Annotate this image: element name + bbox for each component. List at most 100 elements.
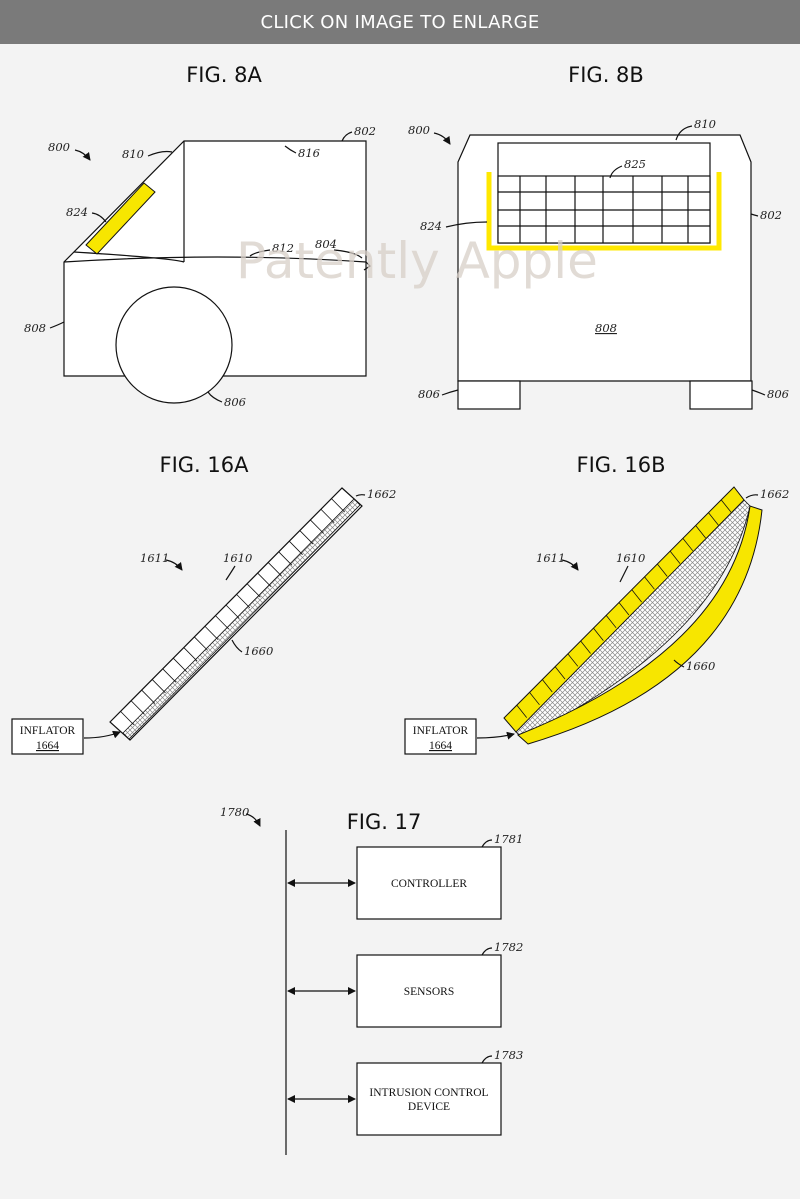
hatch-segment [257, 572, 272, 587]
fig-8b-label-825: 825 [624, 157, 646, 171]
hatch-segment [618, 602, 630, 616]
hatch-segment [554, 666, 566, 680]
block-sensors-text: SENSORS [404, 986, 455, 998]
fig-8b-title: FIG. 8B [568, 63, 644, 87]
hatch-segment [529, 692, 540, 706]
hatch-segment [194, 636, 208, 651]
fig-8a-label-816: 816 [298, 146, 320, 160]
fig-8a: FIG. 8A 800 810 816 802 824 812 804 808 [24, 63, 376, 409]
fig-8b-label-806-left: 806 [418, 387, 440, 401]
fig-17: FIG. 17 1780 CONTROLLER 1781 SENSORS 178… [220, 805, 523, 1155]
hatch-segment [162, 668, 177, 683]
fig-16a-label-1660: 1660 [244, 644, 273, 658]
fig-8a-label-806: 806 [224, 395, 246, 409]
airbag-824-side [85, 182, 156, 255]
hatch-segment [320, 508, 335, 524]
block-controller-number: 1781 [494, 832, 523, 846]
inflator-number-16a: 1664 [36, 740, 59, 752]
vehicle-front-view [457, 134, 753, 410]
hatch-segment [299, 530, 314, 545]
inflator-box-16b: INFLATOR 1664 [404, 718, 515, 755]
hatch-segment [151, 679, 166, 694]
hatch-segment [130, 700, 145, 715]
inflator-number-16b: 1664 [429, 740, 452, 752]
hatch-segment [644, 576, 655, 590]
fig-8b-label-808: 808 [595, 321, 617, 335]
inflator-label-16a: INFLATOR [20, 725, 76, 737]
hatch-segment [331, 498, 346, 513]
fig-8b-label-802: 802 [760, 208, 782, 222]
hatch-segment [267, 562, 282, 577]
hatch-segment [516, 704, 528, 718]
fig-16b: FIG. 16B 1611 1610 1662 1660 INFLATOR 16… [404, 453, 789, 755]
hatch-segment [657, 563, 668, 577]
hatch-segment [605, 615, 617, 629]
hatch-segment [225, 604, 240, 619]
hatch-segment [682, 538, 694, 552]
hatch-segment [215, 615, 230, 630]
block-controller-text: CONTROLLER [391, 878, 467, 890]
fig-17-title: FIG. 17 [347, 810, 422, 834]
hatch-segment [310, 519, 324, 534]
airbag-membrane-1660 [517, 505, 763, 745]
fig-8b-reference-labels: 800 810 825 824 802 808 806 806 [408, 117, 789, 401]
window-grid-825 [497, 175, 711, 244]
inflator-label-16b: INFLATOR [413, 725, 469, 737]
fig-17-label-1780: 1780 [220, 805, 249, 819]
block-sensors: SENSORS 1782 [287, 940, 523, 1028]
hatch-segment [183, 647, 198, 662]
hatch-segment [593, 627, 604, 641]
hatch-segment [669, 550, 681, 564]
fig-16b-label-1611: 1611 [536, 551, 565, 565]
hatch-segment [236, 594, 251, 609]
hatch-segment [120, 711, 135, 726]
hatch-segment [580, 640, 591, 654]
fig-8a-reference-labels: 800 810 816 802 824 812 804 808 806 [24, 124, 376, 409]
deployed-airbag-panel [503, 486, 763, 745]
fig-8a-label-812: 812 [272, 241, 294, 255]
fig-8a-label-804: 804 [315, 237, 337, 251]
watermark: Patently Apple [236, 232, 598, 290]
fig-8a-label-802: 802 [354, 124, 376, 138]
fig-8b-label-800: 800 [408, 123, 430, 137]
hatch-segment [141, 689, 156, 704]
block-intrusion-text-2: DEVICE [408, 1101, 450, 1113]
fig-16a-label-1611: 1611 [140, 551, 169, 565]
fig-8a-label-800: 800 [48, 140, 70, 154]
patent-figure-sheet[interactable]: FIG. 8A 800 810 816 802 824 812 804 808 [0, 44, 800, 1199]
fig-16a-title: FIG. 16A [160, 453, 250, 477]
fig-16a-reference-labels: 1611 1610 1662 1660 [140, 487, 396, 658]
inflator-box-16a: INFLATOR 1664 [11, 718, 121, 755]
hatch-segment [720, 499, 732, 513]
enlarge-banner[interactable]: CLICK ON IMAGE TO ENLARGE [0, 0, 800, 44]
fig-16b-reference-labels: 1611 1610 1662 1660 [536, 487, 789, 673]
hatch-segment [695, 525, 706, 539]
fig-8a-label-808: 808 [24, 321, 46, 335]
block-sensors-number: 1782 [494, 940, 523, 954]
fig-8b-label-824: 824 [420, 219, 442, 233]
fig-16a-label-1610: 1610 [223, 551, 252, 565]
fig-8a-label-810: 810 [122, 147, 144, 161]
hatch-segment [172, 657, 187, 672]
hatch-segment [567, 653, 579, 667]
airbag-824-front [486, 172, 722, 251]
fig-8b-label-806-right: 806 [767, 387, 789, 401]
hatch-segment [288, 540, 303, 555]
fig-8b-label-810: 810 [694, 117, 716, 131]
block-intrusion-text-1: INTRUSION CONTROL [369, 1087, 488, 1099]
fig-8a-label-824: 824 [66, 205, 88, 219]
fig-16b-title: FIG. 16B [576, 453, 665, 477]
hatch-segment [631, 589, 643, 603]
hatch-segment [246, 583, 261, 598]
block-intrusion-control-device: INTRUSION CONTROL DEVICE 1783 [287, 1048, 523, 1136]
hatch-segment [278, 551, 293, 566]
fig-16a: FIG. 16A 1611 1610 1662 1660 INFLATOR 16… [11, 453, 396, 755]
block-intrusion-number: 1783 [494, 1048, 523, 1062]
hatch-segment [708, 512, 719, 526]
fig-8b: FIG. 8B 800 810 [408, 63, 789, 410]
hatch-segment [542, 679, 553, 693]
fig-16b-label-1610: 1610 [616, 551, 645, 565]
block-controller: CONTROLLER 1781 [287, 832, 523, 920]
fig-8a-title: FIG. 8A [186, 63, 262, 87]
fig-16b-label-1662: 1662 [760, 487, 789, 501]
